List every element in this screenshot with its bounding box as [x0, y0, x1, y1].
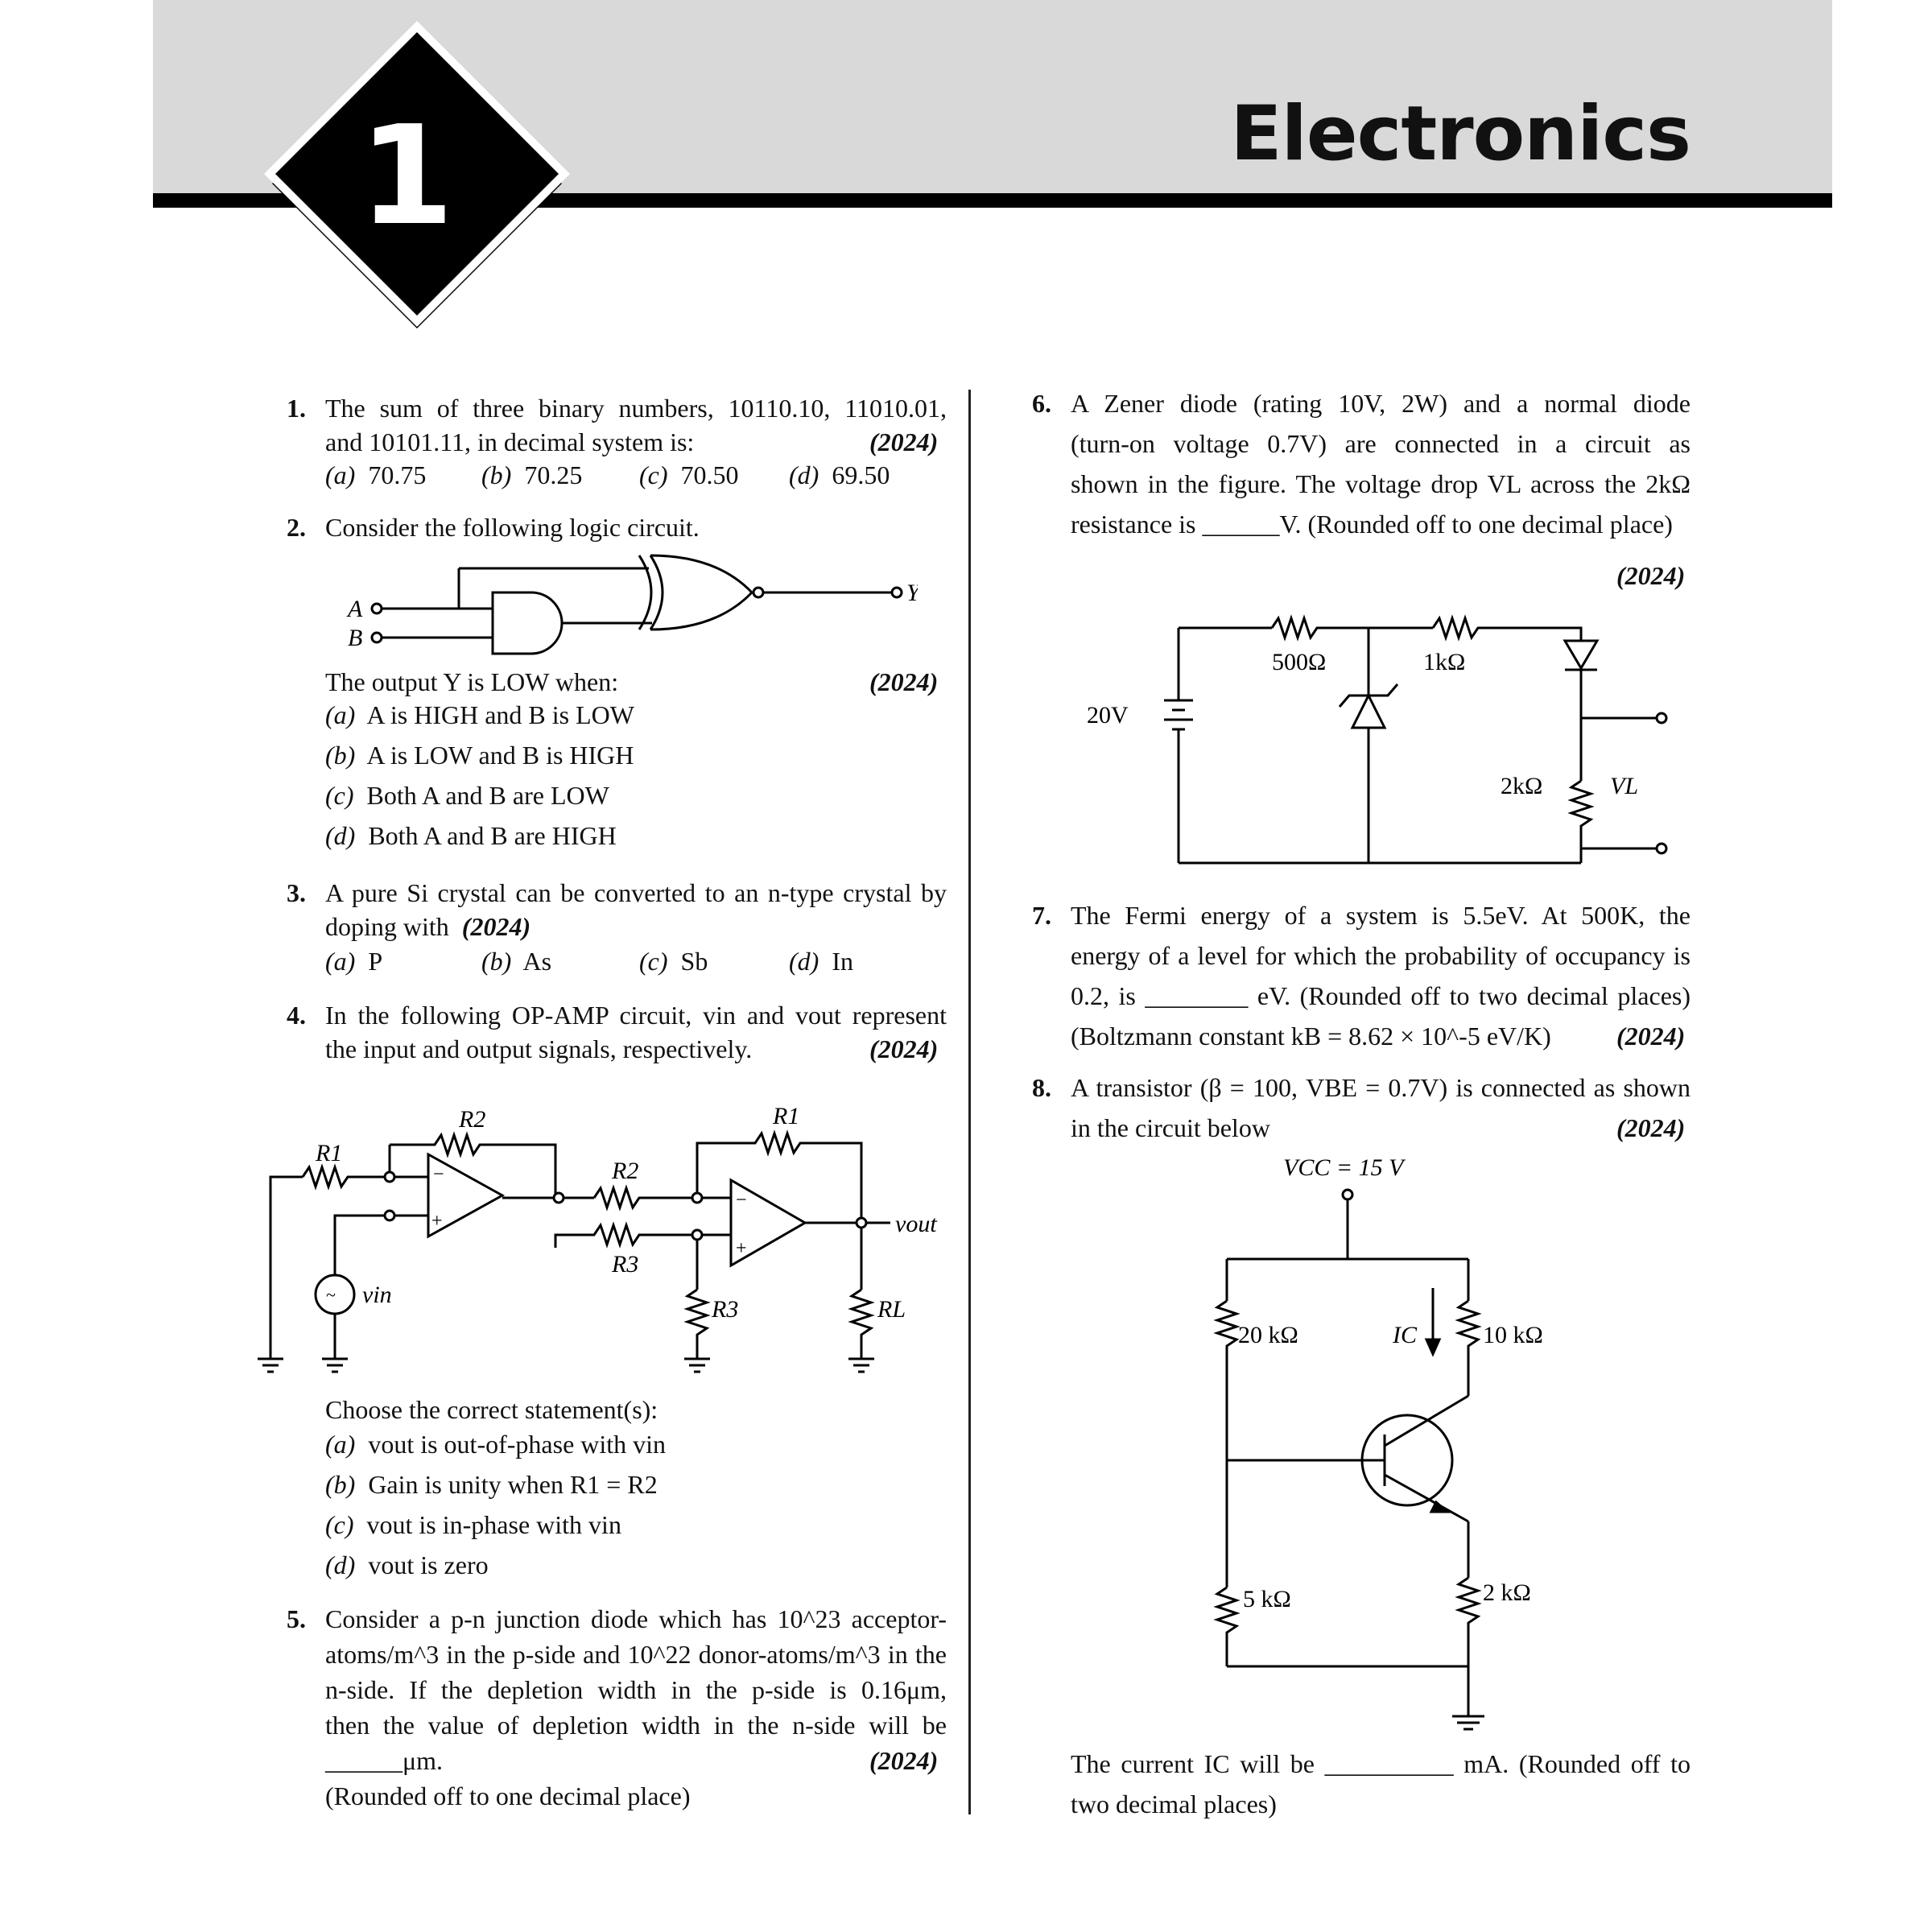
- r1-label: R1: [315, 1140, 342, 1166]
- r2k-label: 2 kΩ: [1483, 1579, 1531, 1606]
- question-number: 3.: [287, 878, 306, 907]
- logic-circuit-diagram: A B Y: [346, 554, 918, 655]
- chapter-number-badge: [264, 21, 570, 328]
- vl-label: VL: [1610, 773, 1638, 799]
- question-text: (Boltzmann constant kB = 8.62 × 10^-5 eV…: [1071, 1022, 1551, 1051]
- question-text: The Fermi energy of a system is 5.5eV. A…: [1071, 901, 1690, 930]
- vout-label: vout: [895, 1211, 937, 1237]
- question-number: 7.: [1032, 901, 1051, 930]
- r10k-label: 10 kΩ: [1483, 1322, 1543, 1348]
- svg-text:+: +: [431, 1211, 443, 1232]
- question-text: Consider the following logic circuit.: [325, 513, 700, 542]
- question-number: 1.: [287, 394, 306, 423]
- question-text: resistance is ______V. (Rounded off to o…: [1071, 510, 1673, 539]
- question-number: 6.: [1032, 389, 1051, 418]
- question-text: in the circuit below: [1071, 1113, 1270, 1142]
- question-number: 8.: [1032, 1073, 1051, 1102]
- option-c: (c) vout is in-phase with vin: [325, 1510, 621, 1539]
- question-text: Consider a p-n junction diode which has …: [325, 1604, 947, 1633]
- question-text: n-side. If the depletion width in the p-…: [325, 1675, 947, 1704]
- option-b: (b) As: [481, 947, 552, 976]
- option-c: (c) 70.50: [639, 460, 739, 489]
- vin-label: vin: [362, 1282, 392, 1308]
- question-text: (Rounded off to one decimal place): [325, 1781, 691, 1810]
- option-c: (c) Both A and B are LOW: [325, 781, 609, 810]
- r3-label: R3: [611, 1251, 638, 1278]
- svg-text:−: −: [433, 1164, 444, 1185]
- output-y-label: Y: [906, 580, 918, 606]
- question-text: A pure Si crystal can be converted to an…: [325, 878, 947, 907]
- transistor-circuit-diagram: VCC = 15 V 20 kΩ IC 10 kΩ 5 kΩ 2 kΩ: [1213, 1154, 1543, 1731]
- question-text: A Zener diode (rating 10V, 2W) and a nor…: [1071, 389, 1690, 418]
- question-number: 2.: [287, 513, 306, 542]
- question-text: doping with (2024): [325, 912, 531, 941]
- question-number: 5.: [287, 1604, 306, 1633]
- question-text: shown in the figure. The voltage drop VL…: [1071, 469, 1690, 498]
- column-divider: [968, 390, 971, 1814]
- question-text: energy of a level for which the probabil…: [1071, 941, 1690, 970]
- option-a: (a) 70.75: [325, 460, 427, 489]
- option-d: (d) Both A and B are HIGH: [325, 821, 617, 850]
- year-tag: (2024): [1616, 1022, 1686, 1051]
- question-text: The sum of three binary numbers, 10110.1…: [325, 394, 947, 423]
- question-text: A transistor (β = 100, VBE = 0.7V) is co…: [1071, 1073, 1690, 1102]
- question-prompt: Choose the correct statement(s):: [325, 1395, 658, 1424]
- year-tag: (2024): [1616, 1113, 1686, 1142]
- op-amp-circuit-diagram: ~ − + − + R1 R2 R2 R1 R3 R3 vin vout RL: [258, 1103, 937, 1373]
- v20-label: 20V: [1087, 702, 1129, 729]
- option-b: (b) Gain is unity when R1 = R2: [325, 1470, 658, 1499]
- option-c: (c) Sb: [639, 947, 708, 976]
- option-d: (d) In: [789, 947, 853, 976]
- input-b-label: B: [348, 625, 362, 651]
- r2k-label: 2kΩ: [1501, 773, 1542, 799]
- r20k-label: 20 kΩ: [1238, 1322, 1298, 1348]
- zener-circuit-diagram: 500Ω 1kΩ 20V 2kΩ VL: [1087, 614, 1668, 865]
- svg-text:−: −: [736, 1190, 747, 1211]
- r1-label: R1: [772, 1103, 799, 1129]
- question-text: In the following OP-AMP circuit, vin and…: [325, 1001, 947, 1030]
- question-text: the input and output signals, respective…: [325, 1034, 753, 1063]
- r1k-label: 1kΩ: [1423, 649, 1465, 675]
- question-number: 4.: [287, 1001, 306, 1030]
- year-tag: (2024): [869, 1746, 939, 1775]
- svg-text:+: +: [736, 1238, 747, 1259]
- question-text: and 10101.11, in decimal system is:: [325, 427, 695, 456]
- input-a-label: A: [346, 596, 363, 622]
- option-b: (b) 70.25: [481, 460, 583, 489]
- r2-label: R2: [611, 1158, 638, 1184]
- vcc-label: VCC = 15 V: [1283, 1154, 1406, 1181]
- question-text: atoms/m^3 in the p-side and 10^22 donor-…: [325, 1640, 947, 1669]
- question-prompt: The output Y is LOW when:: [325, 667, 619, 696]
- question-text: two decimal places): [1071, 1790, 1277, 1818]
- option-d: (d) 69.50: [789, 460, 890, 489]
- chapter-number: 1: [358, 97, 455, 256]
- rl-label: RL: [877, 1296, 906, 1323]
- year-tag: (2024): [1616, 561, 1686, 590]
- option-a: (a) A is HIGH and B is LOW: [325, 700, 634, 729]
- option-d: (d) vout is zero: [325, 1550, 489, 1579]
- option-b: (b) A is LOW and B is HIGH: [325, 741, 634, 770]
- r5k-label: 5 kΩ: [1243, 1586, 1291, 1612]
- year-tag: (2024): [869, 1034, 939, 1063]
- option-a: (a) P: [325, 947, 383, 976]
- r2-label: R2: [458, 1106, 485, 1133]
- svg-text:~: ~: [326, 1285, 336, 1305]
- question-text: then the value of depletion width in the…: [325, 1711, 947, 1740]
- chapter-header-rule: [153, 193, 1832, 208]
- r500-label: 500Ω: [1272, 649, 1326, 675]
- year-tag: (2024): [869, 427, 939, 456]
- question-text: ______μm.: [325, 1746, 444, 1775]
- option-a: (a) vout is out-of-phase with vin: [325, 1430, 667, 1459]
- question-text: 0.2, is ________ eV. (Rounded off to two…: [1071, 981, 1690, 1010]
- year-tag: (2024): [869, 667, 939, 696]
- chapter-title: Electronics: [1230, 90, 1691, 178]
- ic-label: IC: [1392, 1322, 1418, 1348]
- question-text: (turn-on voltage 0.7V) are connected in …: [1071, 429, 1690, 458]
- question-text: The current IC will be __________ mA. (R…: [1071, 1749, 1690, 1778]
- r3-label: R3: [711, 1296, 738, 1323]
